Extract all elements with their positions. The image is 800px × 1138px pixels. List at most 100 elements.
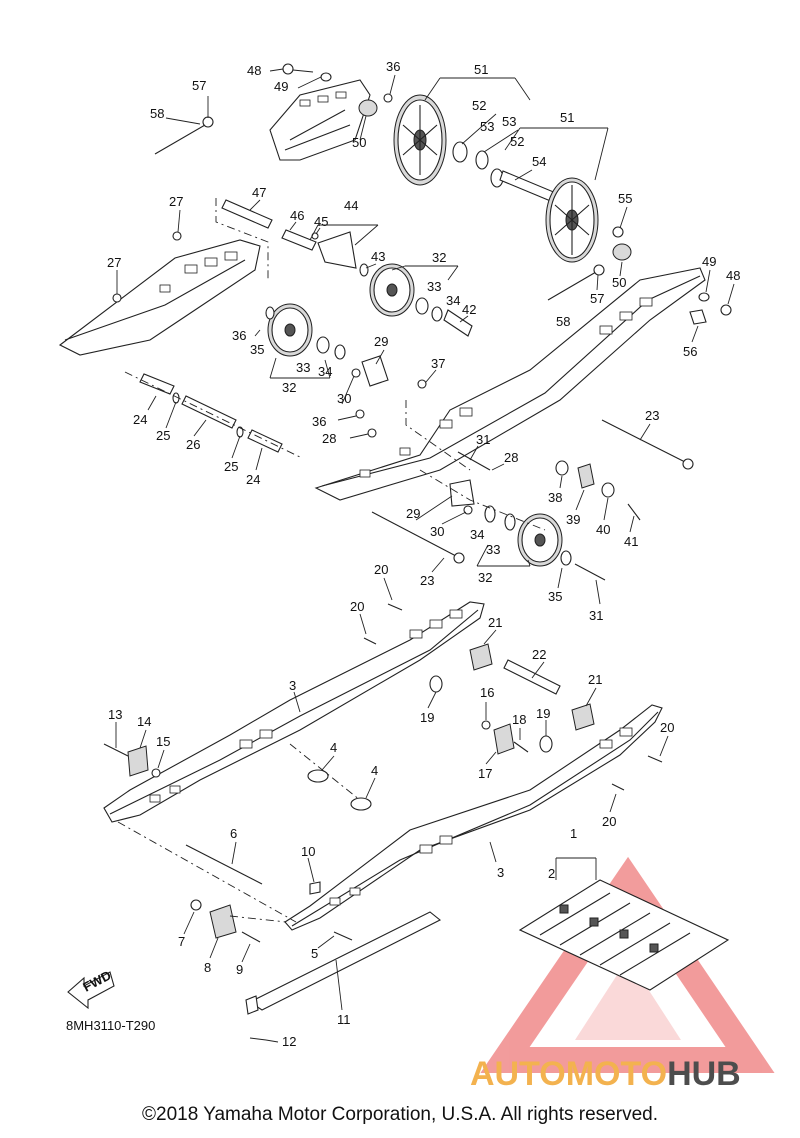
callout: 32: [432, 250, 446, 265]
callout: 31: [476, 432, 490, 447]
callout: 23: [645, 408, 659, 423]
callout: 43: [371, 249, 385, 264]
callout: 28: [322, 431, 336, 446]
callout: 48: [726, 268, 740, 283]
callout: 31: [589, 608, 603, 623]
callout: 29: [374, 334, 388, 349]
callout: 1: [570, 826, 577, 841]
callout: 50: [612, 275, 626, 290]
callout: 36: [312, 414, 326, 429]
callout: 49: [274, 79, 288, 94]
callout: 19: [420, 710, 434, 725]
callout: 14: [137, 714, 151, 729]
callout: 34: [446, 293, 460, 308]
callout: 36: [386, 59, 400, 74]
callout: 20: [602, 814, 616, 829]
callout: 56: [683, 344, 697, 359]
callout: 36: [232, 328, 246, 343]
slide-rail-rear: [284, 704, 663, 931]
callout: 30: [430, 524, 444, 539]
shaft-group-lower: [124, 371, 303, 459]
callout: 16: [480, 685, 494, 700]
callout: 48: [247, 63, 261, 78]
callout: 47: [252, 185, 266, 200]
callout: 51: [560, 110, 574, 125]
callout: 44: [344, 198, 358, 213]
callout: 21: [488, 615, 502, 630]
callout: 53: [502, 114, 516, 129]
callout: 54: [532, 154, 546, 169]
callout: 17: [478, 766, 492, 781]
callout: 55: [618, 191, 632, 206]
callout: 3: [289, 678, 296, 693]
watermark-part-a: AUTOMOTO: [470, 1055, 668, 1093]
callout: 33: [486, 542, 500, 557]
callout: 11: [337, 1012, 351, 1027]
callout: 26: [186, 437, 200, 452]
callout: 58: [556, 314, 570, 329]
callout-labels: 1 2 3 3 4 4 5 6 7 8 9 10 11 12 13 14 15 …: [107, 59, 740, 1049]
watermark-part-b: HUB: [667, 1055, 741, 1093]
callout: 37: [431, 356, 445, 371]
callout: 20: [660, 720, 674, 735]
callout: 20: [374, 562, 388, 577]
callout: 42: [462, 302, 476, 317]
fwd-arrow-icon: FWD: [67, 968, 115, 1010]
callout: 52: [472, 98, 486, 113]
callout: 58: [150, 106, 164, 121]
callout: 7: [178, 934, 185, 949]
callout: 27: [107, 255, 121, 270]
callout: 41: [624, 534, 638, 549]
callout: 33: [296, 360, 310, 375]
callout: 53: [480, 119, 494, 134]
callout: 19: [536, 706, 550, 721]
callout: 25: [156, 428, 170, 443]
watermark-triangle-icon: [480, 856, 775, 1073]
callout: 13: [108, 707, 122, 722]
callout: 21: [588, 672, 602, 687]
callout: 39: [566, 512, 580, 527]
callout: 24: [133, 412, 147, 427]
callout: 57: [192, 78, 206, 93]
slide-rail-front: [103, 601, 485, 823]
callout: 32: [478, 570, 492, 585]
leader-lines: [115, 68, 735, 1043]
callout: 15: [156, 734, 170, 749]
callout: 4: [330, 740, 337, 755]
callout: 6: [230, 826, 237, 841]
callout: 3: [497, 865, 504, 880]
callout: 8: [204, 960, 211, 975]
callout: 25: [224, 459, 238, 474]
callout: 22: [532, 647, 546, 662]
callout: 50: [352, 135, 366, 150]
copyright-notice: ©2018 Yamaha Motor Corporation, U.S.A. A…: [142, 1104, 658, 1125]
callout: 27: [169, 194, 183, 209]
idler-wheel-upper-group: [265, 263, 473, 379]
upper-rail-right: [314, 267, 732, 581]
callout: 10: [301, 844, 315, 859]
callout: 9: [236, 962, 243, 977]
callout: 52: [510, 134, 524, 149]
callout: 45: [314, 214, 328, 229]
callout: 34: [470, 527, 484, 542]
lower-rail-parts: [103, 603, 663, 1041]
callout: 20: [350, 599, 364, 614]
diagram-code: 8MH3110-T290: [66, 1018, 156, 1033]
watermark-text: AUTOMOTOHUB: [470, 1055, 741, 1094]
shaft-group-upper: [221, 199, 379, 277]
callout: 32: [282, 380, 296, 395]
callout: 35: [250, 342, 264, 357]
callout: 57: [590, 291, 604, 306]
callout: 24: [246, 472, 260, 487]
callout: 40: [596, 522, 610, 537]
callout: 2: [548, 866, 555, 881]
callout: 33: [427, 279, 441, 294]
callout: 35: [548, 589, 562, 604]
track-clip-group: [518, 857, 730, 991]
callout: 38: [548, 490, 562, 505]
callout: 12: [282, 1034, 296, 1049]
callout: 29: [406, 506, 420, 521]
callout: 4: [371, 763, 378, 778]
callout: 28: [504, 450, 518, 465]
callout: 23: [420, 573, 434, 588]
